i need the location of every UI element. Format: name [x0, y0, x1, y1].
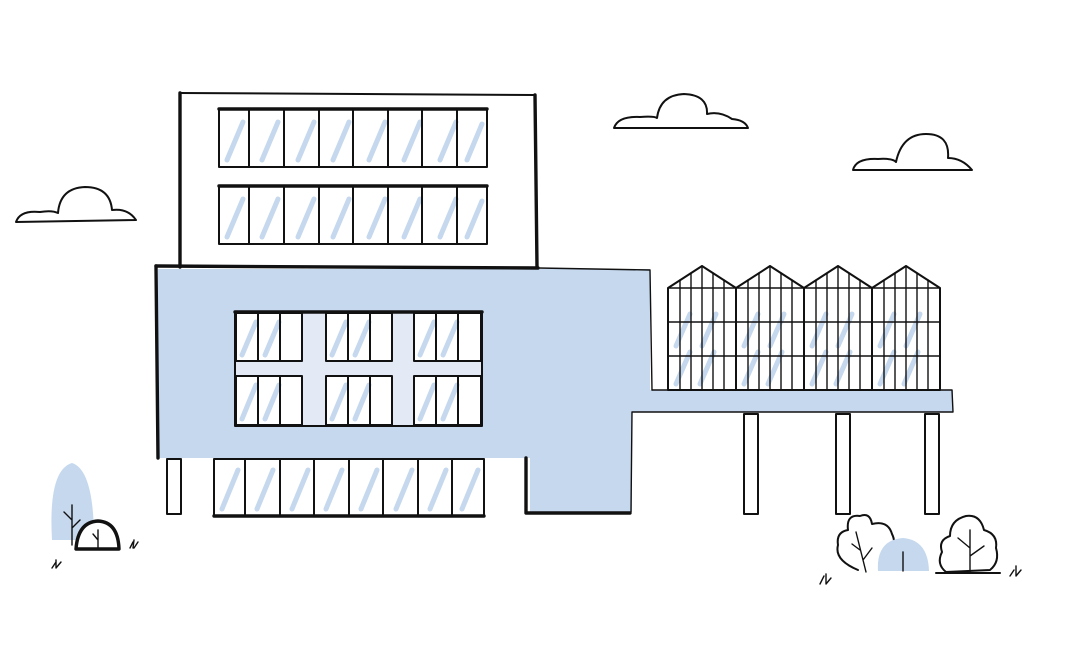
- greenhouse-1: [667, 265, 737, 391]
- grass-tufts-left: [51, 539, 139, 569]
- right-tree: [935, 514, 1001, 574]
- greenhouse-4: [871, 265, 941, 391]
- greenhouse-2: [735, 265, 805, 391]
- cloud-left: [15, 186, 137, 223]
- middle-window-grid: [233, 310, 484, 427]
- ground-floor-windows: [212, 458, 486, 518]
- right-outline-bush: [836, 514, 895, 573]
- upper-window-row-2: [217, 184, 489, 245]
- platform-pillars: [743, 413, 940, 515]
- upper-window-row-1: [217, 107, 489, 168]
- right-blue-bush: [877, 538, 929, 572]
- greenhouse-row: [667, 265, 941, 391]
- grass-tufts-right: [819, 565, 1022, 585]
- cloud-top-middle: [613, 93, 749, 129]
- left-pillar: [166, 458, 182, 515]
- cloud-right: [852, 133, 973, 171]
- left-bush: [74, 519, 121, 551]
- greenhouse-3: [803, 265, 873, 391]
- left-tree: [51, 463, 94, 546]
